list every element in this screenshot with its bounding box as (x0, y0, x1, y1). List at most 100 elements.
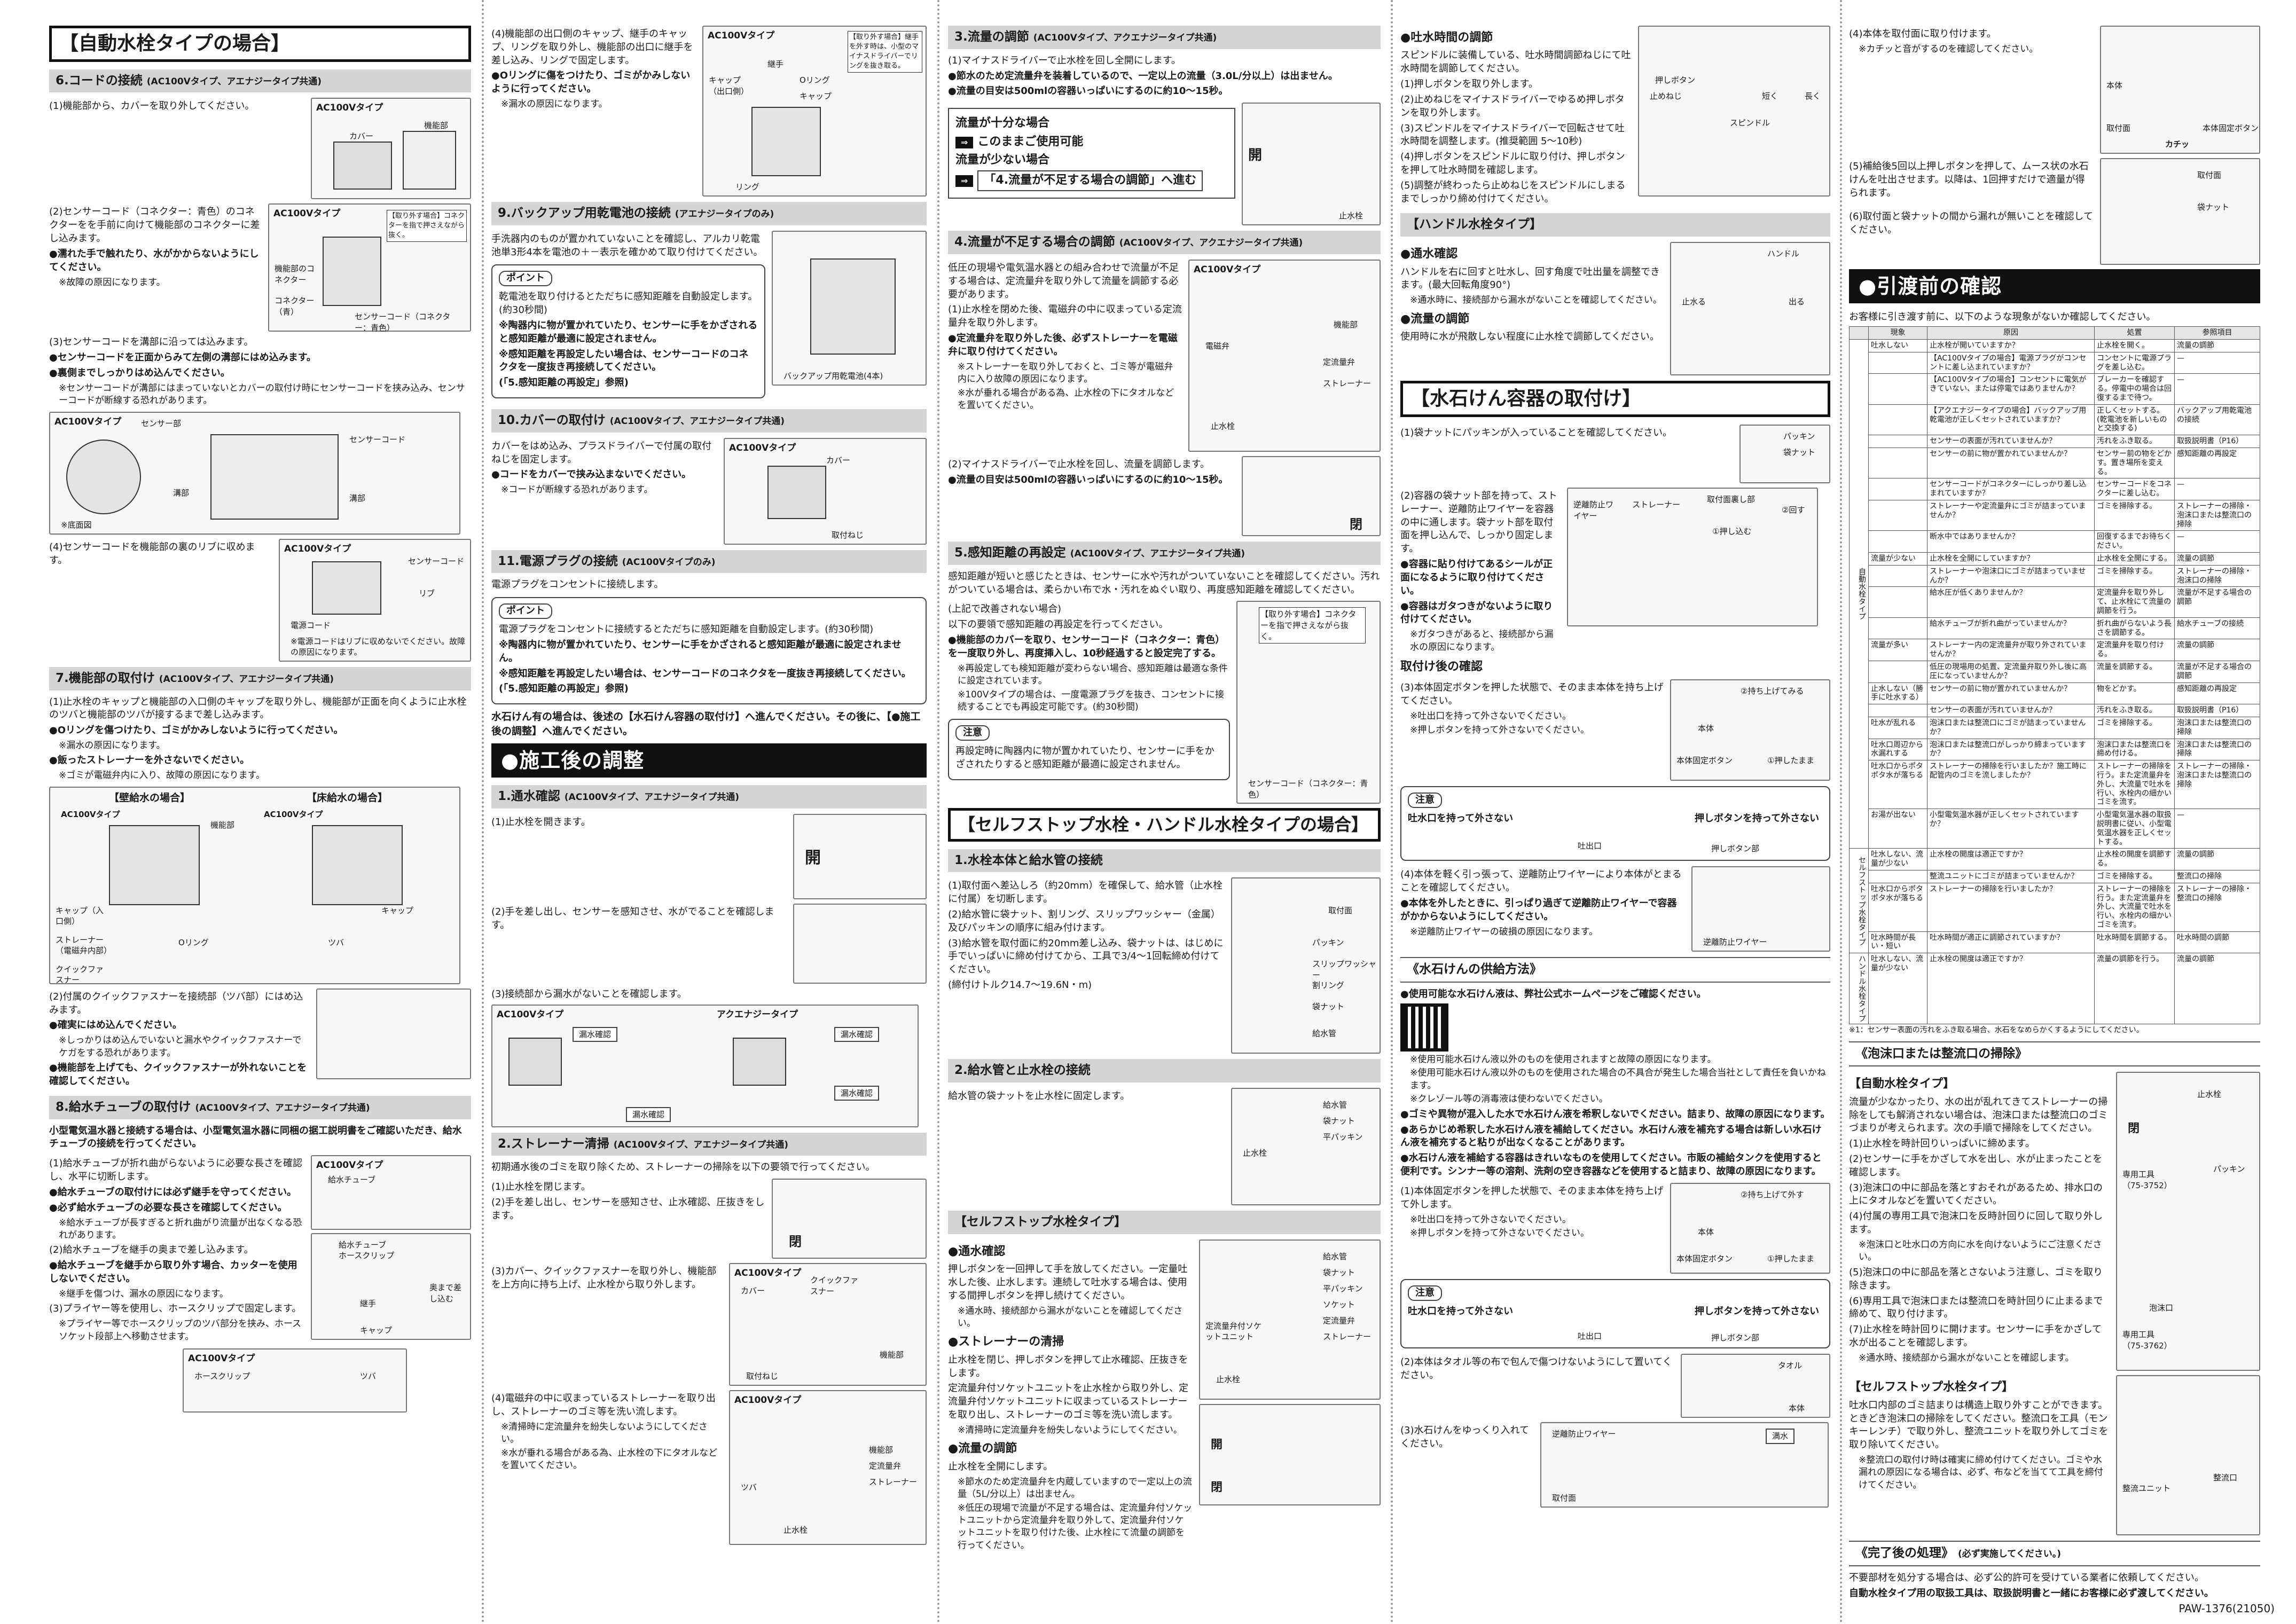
table-row: 吐水時間が長い・短い吐水時間が適正に調節されていますか？吐水時間を調節する。吐水… (1850, 931, 2260, 954)
cause-cell: 止水栓の開度は適正ですか？ (1927, 848, 2095, 870)
warning-text: ●必ず給水チューブの必要な長さを確認してください。 (49, 1202, 287, 1213)
symptom-cell: 流量が少ない (1868, 552, 1927, 566)
section-title: 2.ストレーナー清掃 (AC100Vタイプ、アエナジータイプ共通) (491, 1132, 927, 1156)
reference-cell: 流量の調節 (2174, 639, 2260, 661)
section-title: 【セルフストップ水栓タイプ】 (948, 1210, 1381, 1234)
step-text: (2)付属のクイックファスナーを接続部（ツバ部）にはめ込みます。 (49, 991, 303, 1016)
action-cell: 小型電気温水器の取扱説明書に従い、小型電気温水器を正しくセットする。 (2094, 809, 2175, 849)
caution-box: 注意 再設定時に陶器内に物が置かれていたり、センサーに手をかざされたりすると感知… (948, 719, 1230, 780)
flow-chart: 流量が十分な場合 ⇒このままご使用可能 流量が少ない場合 ⇒「4.流量が不足する… (948, 108, 1235, 199)
reference-cell: 吐水時間の調節 (2174, 931, 2260, 954)
symptom-cell (1868, 448, 1927, 479)
step-row: ●通水確認 ハンドルを右に回すと吐水し、回す角度で吐出量を調整できます。(最大回… (1400, 242, 1830, 376)
table-row: 吐水が乱れる泡沫口または整流口にゴミが詰まっていませんか？ゴミを掃除する。泡沫口… (1850, 716, 2260, 739)
warning-text: ●Oリングに傷をつけたり、ゴミがかみしないように行ってください。 (491, 70, 691, 95)
reference-cell: 流量の調節 (2174, 848, 2260, 870)
cause-cell: センサーの前に物が置かれていませんか？ (1927, 682, 2095, 705)
section-banner: 【水石けん容器の取付け】 (1400, 381, 1830, 417)
symptom-cell (1868, 704, 1927, 717)
step-text: (3)センサーコードを溝部に沿っては込みます。 (49, 336, 254, 348)
symptom-cell (1868, 404, 1927, 436)
cause-cell: 止水栓を全開にしていますか？ (1927, 552, 2095, 566)
leak-check-figure: AC100Vタイプ アクエナジータイプ 漏水確認 漏水確認 漏水確認 漏水確認 (491, 1004, 919, 1127)
reference-cell: — (2174, 478, 2260, 501)
cause-cell: 断水中ではありませんか？ (1927, 530, 2095, 553)
action-cell: センサーコードをコネクターに差し込む。 (2094, 478, 2175, 501)
action-cell: センサー前の物をどかす。置き場所を変える。 (2094, 448, 2175, 479)
reference-cell: ストレーナーの掃除・泡沫口または整流口の掃除 (2174, 760, 2260, 810)
column-2: (4)機能部の出口側のキャップ、継手のキャップ、リングを取り外し、機能部の出口に… (491, 26, 927, 1598)
warning-text: ●給水チューブの取付けには必ず継手を守ってください。 (49, 1186, 297, 1198)
warning-text: ●センサーコードを正面からみて左側の溝部にはめ込みます。 (49, 352, 316, 364)
aerator-figure: 止水栓 閉 専用工具（75-3752） パッキン 泡沫口 専用工具（75-376… (2116, 1072, 2260, 1371)
step-row: (4)電磁弁の中に収まっているストレーナーを取り出し、ストレーナーのゴミ等を洗い… (491, 1390, 927, 1545)
section-title: 5.感知距離の再設定 (AC100Vタイプ、アエナジータイプ共通) (948, 541, 1381, 565)
column-divider (1840, 0, 1842, 1624)
table-row: お湯が出ない小型電気温水器が正しくセットされていますか？小型電気温水器の取扱説明… (1850, 809, 2260, 849)
cause-cell: 【アクエナジータイプの場合】バックアップ用乾電池が正しくセットされていますか？ (1927, 404, 2095, 436)
table-row: ストレーナーや泡沫口にゴミが詰まっていませんか？ゴミを掃除する。ストレーナーの掃… (1850, 564, 2260, 587)
column-divider (482, 0, 484, 1624)
table-row: ハンドル水栓タイプ吐水しない、流量が少ない止水栓の開度は適正ですか？流量の調節を… (1849, 953, 2260, 1025)
valve-open-figure: 開 (793, 813, 927, 899)
stop-valve-figure: 給水管 袋ナット 平パッキン 止水栓 (1231, 1087, 1381, 1205)
symptom-cell (1868, 660, 1927, 683)
qr-code-icon[interactable] (1400, 1003, 1448, 1052)
reference-cell: 整流口の掃除 (2174, 869, 2260, 883)
note-text: ※コードが断線する恐れがあります。 (501, 484, 653, 496)
note-text: ※給水チューブが長すぎると折れ曲がり流量が出なくなる恐れがあります。 (59, 1217, 302, 1241)
cause-cell: 給水圧が低くありませんか？ (1927, 586, 2095, 618)
section-title: 《泡沫口または整流口の掃除》 (1849, 1041, 2260, 1067)
step-row: (2)センサーコード（コネクター：青色）のコネクターをを手前に向けて機能部のコネ… (49, 203, 471, 333)
step-text: (3)プライヤー等を使用し、ホースクリップで固定します。 (49, 1303, 302, 1315)
step-text: (2)センサーコード（コネクター：青色）のコネクターをを手前に向けて機能部のコネ… (49, 206, 260, 245)
action-cell: 流量を調節する。 (2094, 660, 2175, 683)
step-row: (2)本体はタオル等の布で包んで傷つけないようにして置いてください。 タオル 本… (1400, 1353, 1830, 1418)
step-text: (4)機能部の出口側のキャップ、継手のキャップ、リングを取り外し、機能部の出口に… (491, 28, 693, 66)
leak-check-figure: 取付面 袋ナット (2100, 158, 2260, 265)
symptom-cell: 吐水口周辺から水漏れする (1868, 738, 1927, 761)
lead-text: 小型電気温水器と接続する場合は、小型電気温水器に同梱の据工説明書をご確認いただき… (49, 1125, 462, 1150)
point-box: ポイント 電源プラグをコンセントに接続するとただちに感知距離を自動設定します。(… (491, 597, 927, 705)
section-banner: ●施工後の調整 (491, 743, 927, 778)
symptom-cell: 吐水しない (1868, 339, 1927, 352)
step-row: (4)本体を取付面に取り付けます。 ※カチッと音がするのを確認してください。 本… (1849, 26, 2260, 154)
cause-cell: 泡沫口または整流口にゴミが詰まっていませんか？ (1927, 716, 2095, 739)
cause-cell: ストレーナーや定流量弁にゴミが詰まっていませんか？ (1927, 500, 2095, 531)
reference-cell: 流量の調節 (2174, 552, 2260, 566)
step-text: (1)止水栓のキャップと機能部の入口側のキャップを取り外し、機能部が正面を向くよ… (49, 696, 467, 721)
action-cell: 折れ曲がらないよう長さを調節する。 (2094, 617, 2175, 640)
reference-cell: 流量が不足する場合の調節 (2174, 586, 2260, 618)
symptom-cell (1868, 435, 1927, 449)
pipe-connection-figure: 取付面 パッキン スリップワッシャー 割リング 袋ナット 給水管 (1231, 877, 1381, 1054)
hand-sensor-figure (793, 903, 927, 984)
table-row: 【AC100Vタイプの場合】電源プラグがコンセントに差し込まれていますか？コンセ… (1850, 351, 2260, 374)
section-title: 《完了後の処理》 (必ず実施してください。) (1849, 1541, 2260, 1567)
section-title: 3.流量の調節 (AC100Vタイプ、アクエナジータイプ共通) (948, 26, 1381, 49)
action-cell: ゴミを掃除する。 (2094, 500, 2175, 531)
reference-cell: ストレーナーの掃除・整流口の掃除 (2174, 882, 2260, 932)
section-banner: 【自動水栓タイプの場合】 (49, 26, 471, 62)
joint-figure: AC100Vタイプ 【取り外す場合】継手を外す時は、小型のマイナスドライバーでリ… (702, 26, 927, 197)
note-text: ※漏水の原因になります。 (501, 99, 608, 110)
valve-open-close-figure: 開 閉 (1199, 1403, 1381, 1505)
next-step-text: 水石けん有の場合は、後述の【水石けん容器の取付け】へ進んでください。その後に、【… (491, 711, 921, 737)
section-title: 10.カバーの取付け (AC100Vタイプ、アエナジータイプ共通) (491, 409, 927, 433)
table-row: 【アクエナジータイプの場合】バックアップ用乾電池が正しくセットされていますか？正… (1850, 404, 2260, 436)
reference-cell: — (2174, 351, 2260, 374)
reference-cell: 泡沫口または整流口の掃除 (2174, 716, 2260, 739)
action-cell: ストレーナーの掃除を行う。また定流量弁を外し、大流量で吐水を行い、水栓内の細かい… (2094, 760, 2175, 810)
symptom-cell (1868, 869, 1927, 883)
note-text: ※センサーコードが溝部にはまっていないとカバーの取付け時にセンサーコードを挟み込… (59, 382, 465, 406)
remove-body-figure: ②持ち上げて外す 本体 本体固定ボタン ①押したまま (1670, 1182, 1830, 1274)
valve-adjust-figure: 閉 (1242, 456, 1381, 536)
table-row: センサーの前に物が置かれていませんか？センサー前の物をどかす。置き場所を変える。… (1850, 448, 2260, 479)
warning-text: ●Oリングを傷つけたり、ゴミがかみしないように行ってください。 (49, 725, 343, 736)
note-text: ※プライヤー等でホースクリップのツバ部分を挟み、ホースソケット段部上へ移動させま… (59, 1319, 302, 1342)
cause-cell: 泡沫口または整流口がしっかり締まっていますか？ (1927, 738, 2095, 761)
symptom-cell (1868, 530, 1927, 553)
group-label: 自動水栓タイプ (1849, 339, 1869, 849)
action-cell: 吐水時間を調節する。 (2094, 931, 2175, 954)
flow-valve-figure: AC100Vタイプ 機能部 定流量弁 ストレーナー 電磁弁 止水栓 (1188, 259, 1381, 452)
rib-figure: AC100Vタイプ センサーコード リブ 電源コード ※電源コードはリブに収めな… (279, 538, 471, 662)
